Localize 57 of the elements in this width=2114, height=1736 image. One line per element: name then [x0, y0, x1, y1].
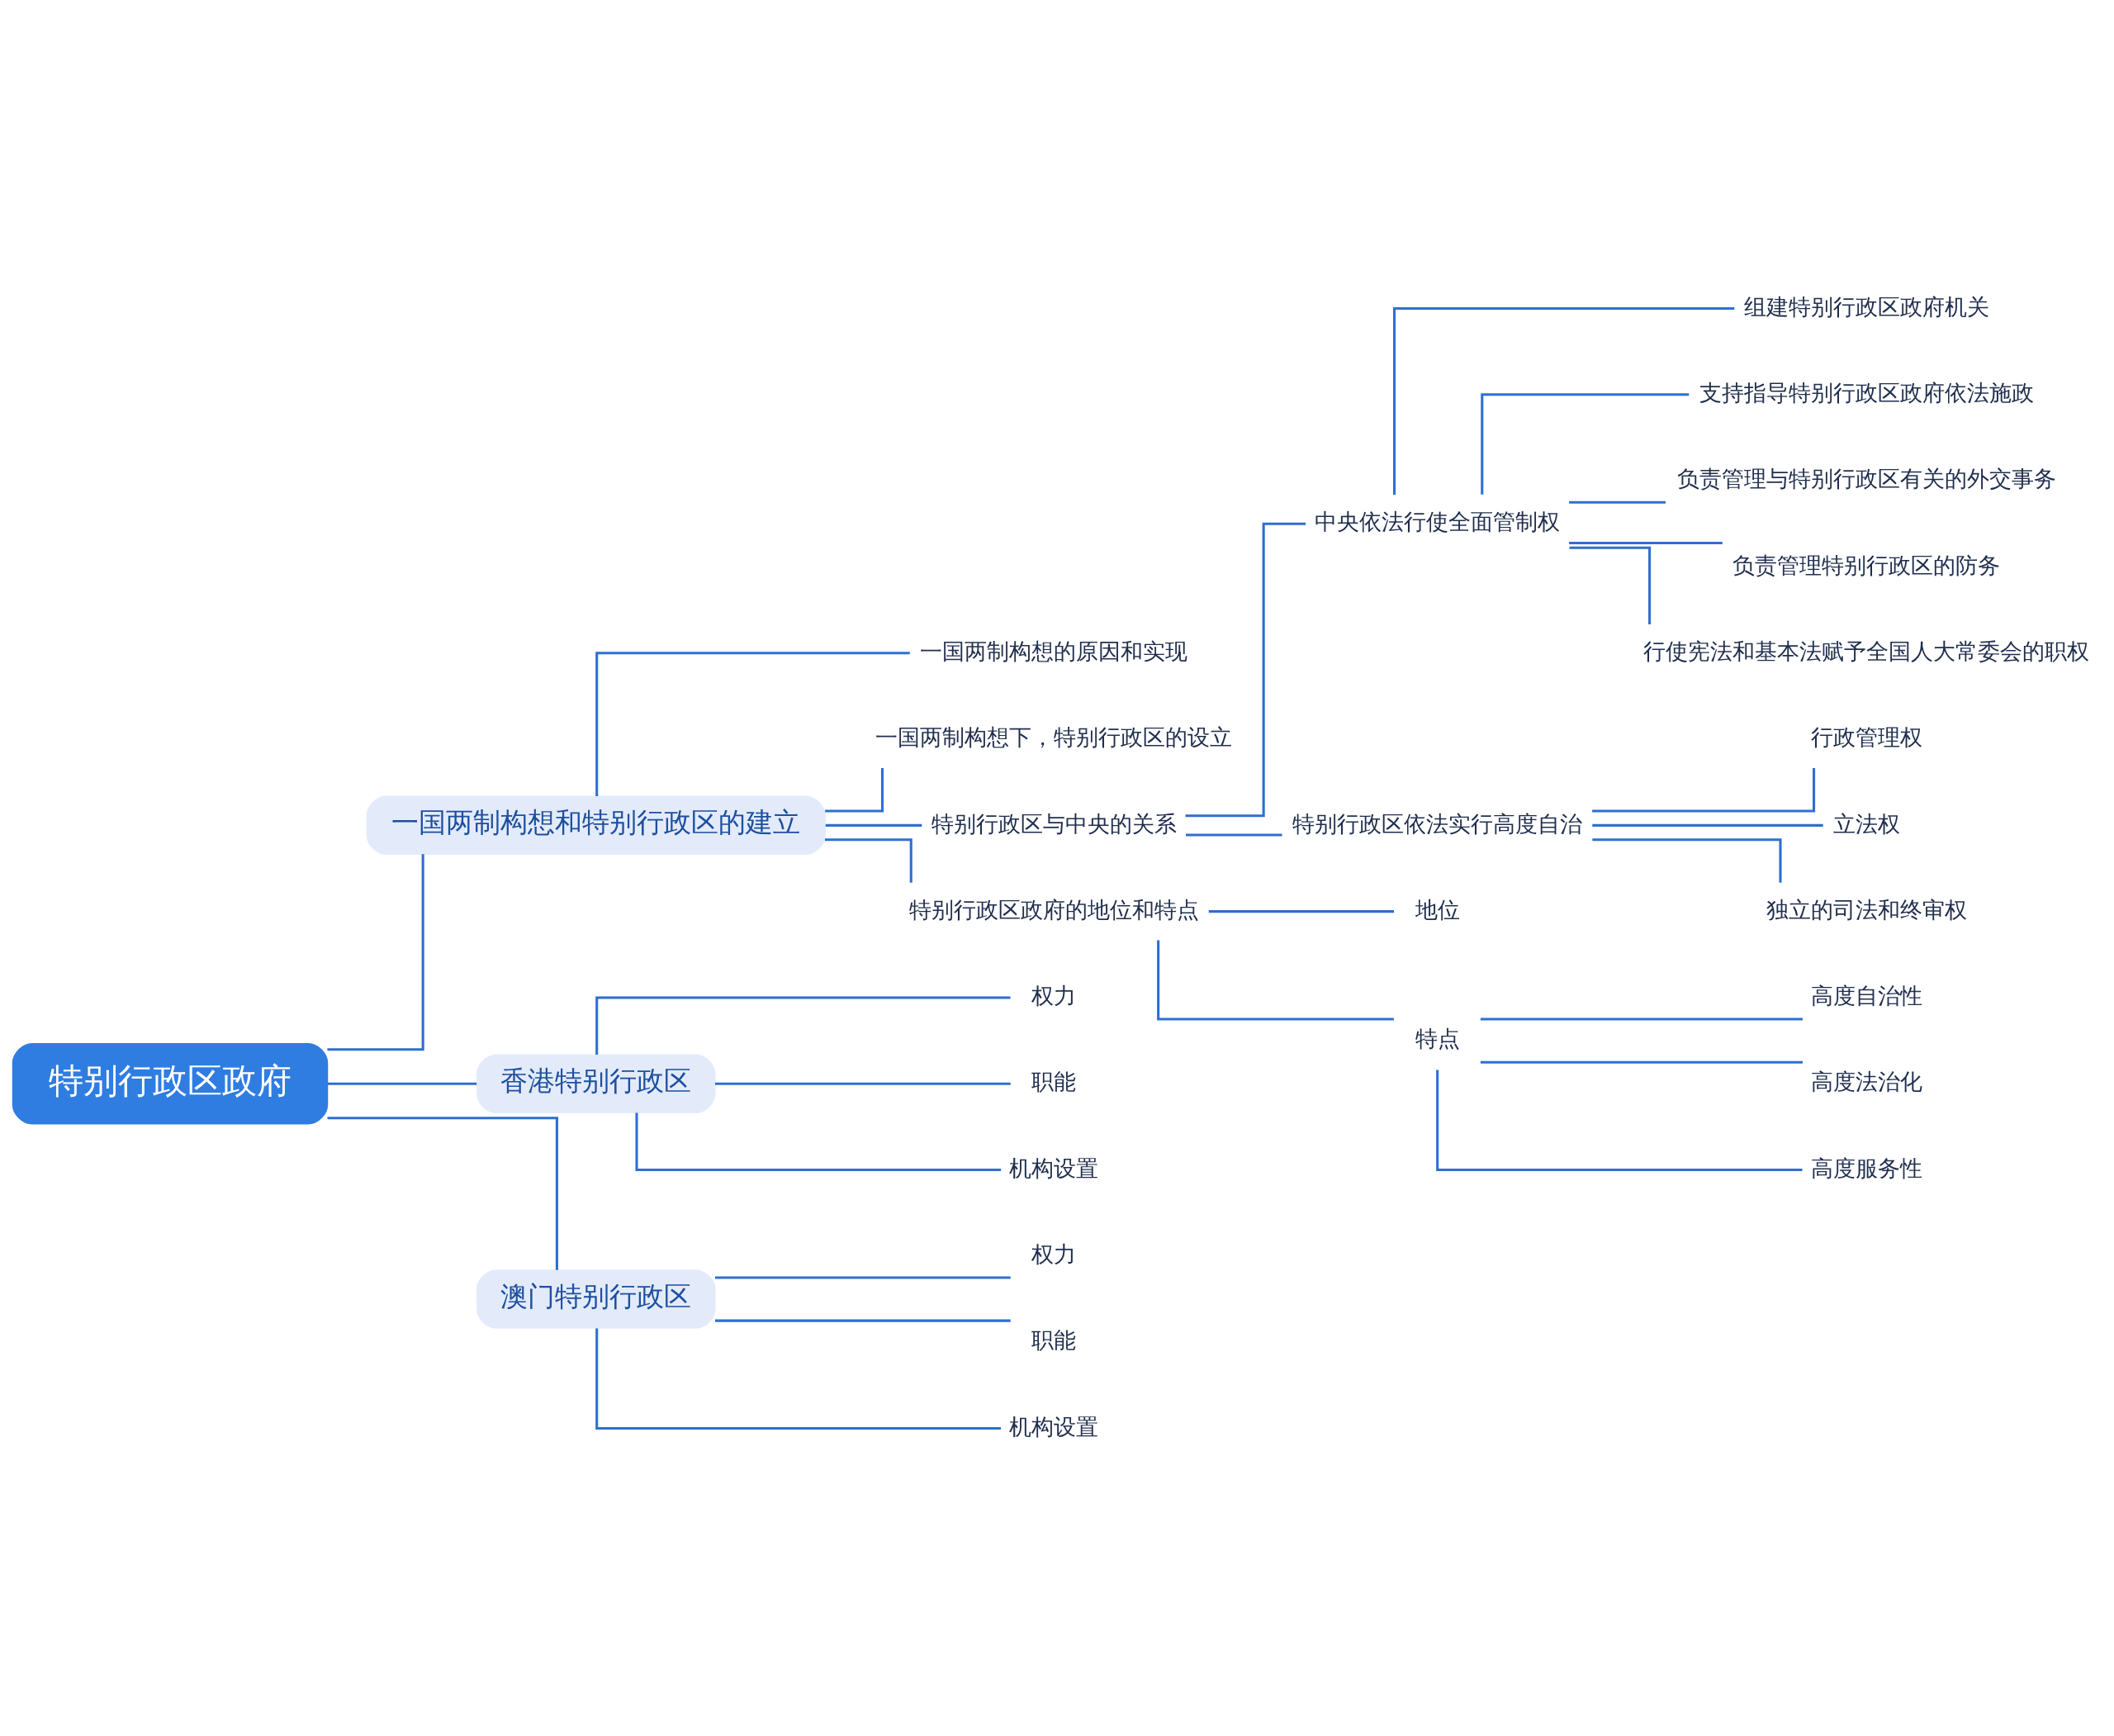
- connector: [1480, 1060, 1803, 1064]
- connector: [595, 995, 1011, 1055]
- node-text: 行政管理权: [1810, 723, 1922, 750]
- node-text: 特别行政区政府的地位和特点: [908, 896, 1199, 923]
- connector: [1436, 1070, 1803, 1171]
- connector: [327, 1116, 558, 1270]
- connector: [1569, 500, 1666, 504]
- node-text: 机构设置: [1009, 1155, 1099, 1181]
- node-text: 权力: [1031, 1240, 1077, 1267]
- connector: [595, 1328, 1002, 1430]
- node-box: 澳门特别行政区: [476, 1269, 716, 1329]
- node-text: 高度法治化: [1810, 1068, 1922, 1094]
- node-text: 高度服务性: [1810, 1155, 1922, 1181]
- node-box: 一国两制构想和特别行政区的建立: [366, 795, 826, 855]
- node-text: 组建特别行政区政府机关: [1743, 293, 1989, 320]
- connector: [1208, 909, 1395, 913]
- node-text: 中央依法行使全面管制权: [1315, 508, 1561, 534]
- node-text: 行使宪法和基本法赋予全国人大常委会的职权: [1643, 638, 2090, 664]
- node-text: 职能: [1031, 1068, 1077, 1094]
- connector: [714, 1319, 1011, 1322]
- node-text: 一国两制构想的原因和实现: [920, 638, 1188, 664]
- node-text: 高度自治性: [1810, 982, 1922, 1008]
- connector: [1185, 522, 1306, 817]
- node-text: 地位: [1415, 896, 1460, 923]
- connector: [1569, 541, 1723, 544]
- node-text: 负责管理特别行政区的防务: [1732, 552, 2001, 578]
- connector: [1186, 832, 1282, 836]
- connector: [714, 1082, 1011, 1085]
- node-text: 独立的司法和终审权: [1766, 896, 1967, 923]
- node-text: 特别行政区依法实行高度自治: [1292, 809, 1583, 836]
- connector: [1592, 767, 1816, 812]
- connector: [1157, 940, 1394, 1021]
- connector: [825, 823, 922, 827]
- connector: [327, 853, 424, 1051]
- connector: [327, 1082, 477, 1085]
- node-text: 机构设置: [1009, 1413, 1099, 1440]
- connector: [1569, 546, 1652, 624]
- node-box: 香港特别行政区: [476, 1054, 716, 1113]
- node-text: 支持指导特别行政区政府依法施政: [1699, 379, 2034, 406]
- node-text: 职能: [1031, 1326, 1077, 1353]
- connector: [825, 767, 884, 812]
- node-box: 特别行政区政府: [12, 1042, 329, 1125]
- connector: [714, 1275, 1011, 1278]
- connector: [1592, 823, 1823, 827]
- connector: [1592, 837, 1782, 883]
- node-text: 特点: [1415, 1025, 1460, 1051]
- connector: [1480, 1017, 1803, 1021]
- connector: [595, 651, 910, 796]
- node-text: 立法权: [1832, 809, 1900, 836]
- node-text: 权力: [1031, 982, 1077, 1008]
- node-text: 负责管理与特别行政区有关的外交事务: [1676, 465, 2056, 491]
- connector: [1481, 392, 1690, 495]
- connector: [1393, 306, 1735, 495]
- connector: [635, 1112, 1002, 1171]
- node-text: 特别行政区与中央的关系: [931, 809, 1177, 836]
- node-text: 一国两制构想下，特别行政区的设立: [875, 723, 1233, 750]
- connector: [825, 837, 912, 883]
